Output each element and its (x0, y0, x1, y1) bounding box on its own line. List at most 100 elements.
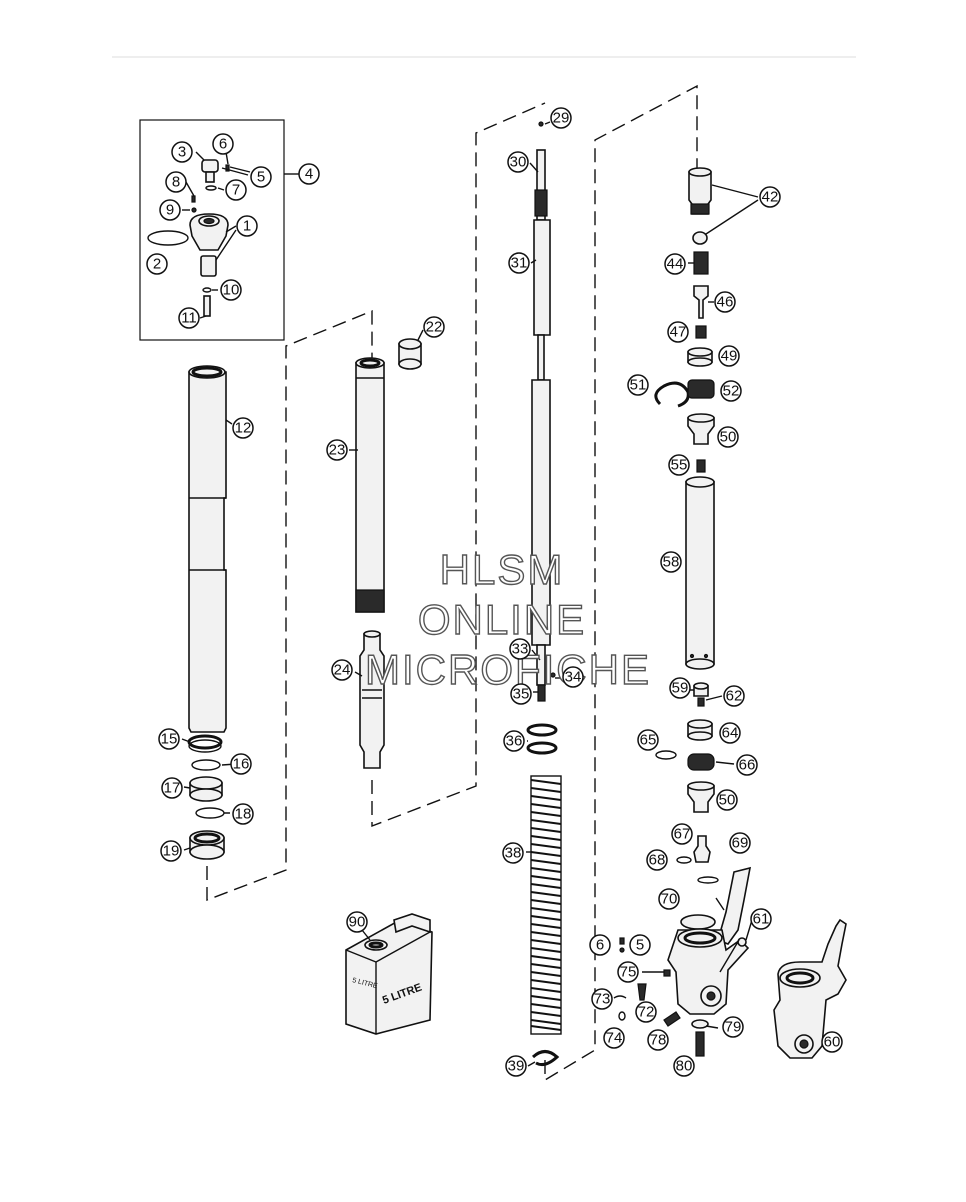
callout-42[interactable]: 42 (759, 186, 781, 208)
callout-61[interactable]: 61 (750, 908, 772, 930)
callout-3[interactable]: 3 (171, 141, 193, 163)
callout-47[interactable]: 47 (667, 321, 689, 343)
part-axle-bracket (667, 929, 750, 1015)
callout-90[interactable]: 90 (346, 911, 368, 933)
callout-10[interactable]: 10 (220, 279, 242, 301)
callout-6-b[interactable]: 6 (589, 934, 611, 956)
callout-75[interactable]: 75 (617, 961, 639, 983)
callout-49[interactable]: 49 (718, 345, 740, 367)
svg-text:39: 39 (508, 1058, 525, 1075)
callout-44[interactable]: 44 (664, 253, 686, 275)
callout-55[interactable]: 55 (668, 454, 690, 476)
part-47 (695, 325, 707, 339)
svg-text:66: 66 (739, 757, 756, 774)
callout-23[interactable]: 23 (326, 439, 348, 461)
svg-text:73: 73 (594, 991, 611, 1008)
part-2-oring (147, 230, 189, 246)
callout-65[interactable]: 65 (637, 729, 659, 751)
callout-5[interactable]: 5 (250, 166, 272, 188)
callout-73[interactable]: 73 (591, 988, 613, 1010)
svg-text:34: 34 (565, 669, 582, 686)
svg-text:68: 68 (649, 852, 666, 869)
callout-15[interactable]: 15 (158, 728, 180, 750)
svg-text:80: 80 (676, 1058, 693, 1075)
callout-60[interactable]: 60 (821, 1031, 843, 1053)
svg-text:46: 46 (717, 294, 734, 311)
callout-19[interactable]: 19 (160, 840, 182, 862)
part-50-valve-b (687, 785, 715, 813)
callout-68[interactable]: 68 (646, 849, 668, 871)
callout-70[interactable]: 70 (658, 888, 680, 910)
svg-text:17: 17 (164, 780, 181, 797)
callout-58[interactable]: 58 (660, 551, 682, 573)
callout-33[interactable]: 33 (509, 638, 531, 660)
svg-text:23: 23 (329, 442, 346, 459)
callout-78[interactable]: 78 (647, 1029, 669, 1051)
callout-29[interactable]: 29 (550, 107, 572, 129)
callout-59[interactable]: 59 (669, 677, 691, 699)
svg-text:47: 47 (670, 324, 687, 341)
callout-74[interactable]: 74 (603, 1027, 625, 1049)
svg-text:6: 6 (596, 937, 604, 954)
callout-17[interactable]: 17 (161, 777, 183, 799)
callout-64[interactable]: 64 (719, 722, 741, 744)
callout-69[interactable]: 69 (729, 832, 751, 854)
callout-80[interactable]: 80 (673, 1055, 695, 1077)
svg-text:69: 69 (732, 835, 749, 852)
callout-39[interactable]: 39 (505, 1055, 527, 1077)
callout-4[interactable]: 4 (298, 163, 320, 185)
callout-38[interactable]: 38 (502, 842, 524, 864)
callout-66[interactable]: 66 (736, 754, 758, 776)
callout-31[interactable]: 31 (508, 252, 530, 274)
callout-46[interactable]: 46 (714, 291, 736, 313)
part-72-screw (637, 983, 647, 1001)
callout-9[interactable]: 9 (159, 199, 181, 221)
callout-51[interactable]: 51 (627, 374, 649, 396)
svg-text:29: 29 (553, 110, 570, 127)
svg-text:18: 18 (235, 806, 252, 823)
callout-22[interactable]: 22 (423, 316, 445, 338)
callout-12[interactable]: 12 (232, 417, 254, 439)
callout-24[interactable]: 24 (331, 659, 353, 681)
callout-50-b[interactable]: 50 (716, 789, 738, 811)
callout-5-b[interactable]: 5 (629, 934, 651, 956)
svg-text:64: 64 (722, 725, 739, 742)
callout-18[interactable]: 18 (232, 803, 254, 825)
svg-text:11: 11 (181, 310, 197, 327)
svg-text:35: 35 (513, 686, 530, 703)
svg-text:65: 65 (640, 732, 657, 749)
callout-50-a[interactable]: 50 (717, 426, 739, 448)
callout-72[interactable]: 72 (635, 1001, 657, 1023)
svg-text:5: 5 (257, 169, 265, 186)
part-24-damper-tube (359, 633, 385, 769)
svg-text:36: 36 (506, 733, 523, 750)
part-38-spring (530, 775, 562, 1035)
callout-79[interactable]: 79 (722, 1016, 744, 1038)
callout-35[interactable]: 35 (510, 683, 532, 705)
callout-11[interactable]: 11 (178, 307, 200, 329)
part-39-clip (531, 1050, 560, 1066)
callout-52[interactable]: 52 (720, 380, 742, 402)
part-61-lever (717, 866, 752, 945)
callout-36[interactable]: 36 (503, 730, 525, 752)
inset-box (139, 119, 285, 341)
svg-text:38: 38 (505, 845, 522, 862)
svg-text:42: 42 (762, 189, 779, 206)
callout-6[interactable]: 6 (212, 133, 234, 155)
callout-62[interactable]: 62 (723, 685, 745, 707)
callout-2[interactable]: 2 (146, 253, 168, 275)
callout-7[interactable]: 7 (225, 179, 247, 201)
callout-30[interactable]: 30 (507, 151, 529, 173)
callout-34[interactable]: 34 (562, 666, 584, 688)
svg-text:6: 6 (219, 136, 227, 153)
svg-text:50: 50 (719, 792, 736, 809)
svg-text:1: 1 (243, 218, 251, 235)
callout-16[interactable]: 16 (230, 753, 252, 775)
callout-8[interactable]: 8 (165, 171, 187, 193)
part-65-oring (655, 750, 677, 760)
svg-text:7: 7 (232, 182, 240, 199)
callout-67[interactable]: 67 (671, 823, 693, 845)
part-55 (696, 459, 706, 473)
callout-1[interactable]: 1 (236, 215, 258, 237)
